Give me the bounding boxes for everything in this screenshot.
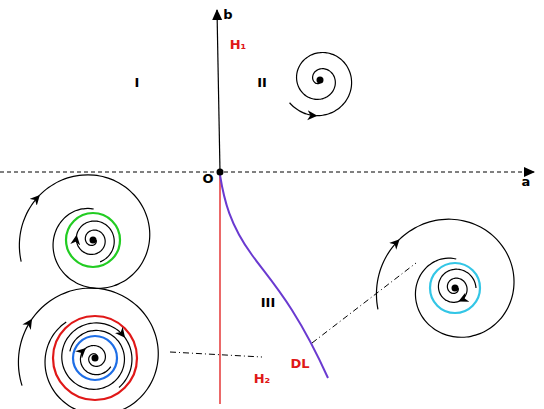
curve-label: DL: [290, 357, 309, 370]
stable-limit-cycle: [66, 213, 120, 267]
trajectory: [119, 337, 132, 388]
a-axis: [0, 172, 534, 173]
trajectory: [297, 52, 352, 115]
focus-dot: [317, 77, 324, 84]
trajectory: [80, 349, 110, 375]
trajectory: [19, 196, 39, 262]
origin-label: O: [202, 172, 213, 185]
h2-line: [219, 172, 220, 404]
trajectory: [32, 288, 159, 409]
focus-dot: [90, 237, 97, 244]
curve-label: H₂: [254, 372, 271, 385]
axis-label: a: [522, 175, 531, 188]
inner-limit-cycle: [73, 336, 117, 380]
limit-cycle: [430, 263, 480, 313]
leader-line: [312, 263, 416, 343]
leader-line: [170, 352, 262, 357]
b-axis: [217, 10, 220, 172]
trajectory: [77, 221, 115, 262]
trajectory: [447, 278, 467, 301]
trajectory: [438, 269, 476, 302]
trajectory: [18, 320, 31, 386]
trajectory: [76, 230, 105, 254]
dl-curve: [220, 175, 328, 378]
region-label: III: [261, 296, 276, 309]
trajectory: [290, 103, 317, 116]
trajectory: [85, 346, 105, 367]
trajectory: [62, 323, 125, 389]
trajectory: [39, 175, 150, 289]
region-label: I: [135, 76, 140, 89]
curve-label: H₁: [230, 38, 247, 51]
focus-dot: [92, 355, 99, 362]
trajectory: [399, 219, 514, 337]
focus-dot: [452, 285, 459, 292]
region-label: II: [257, 76, 267, 89]
origin-dot: [217, 169, 224, 176]
axis-label: b: [223, 8, 232, 21]
trajectory: [376, 240, 398, 310]
outer-limit-cycle: [53, 316, 137, 400]
